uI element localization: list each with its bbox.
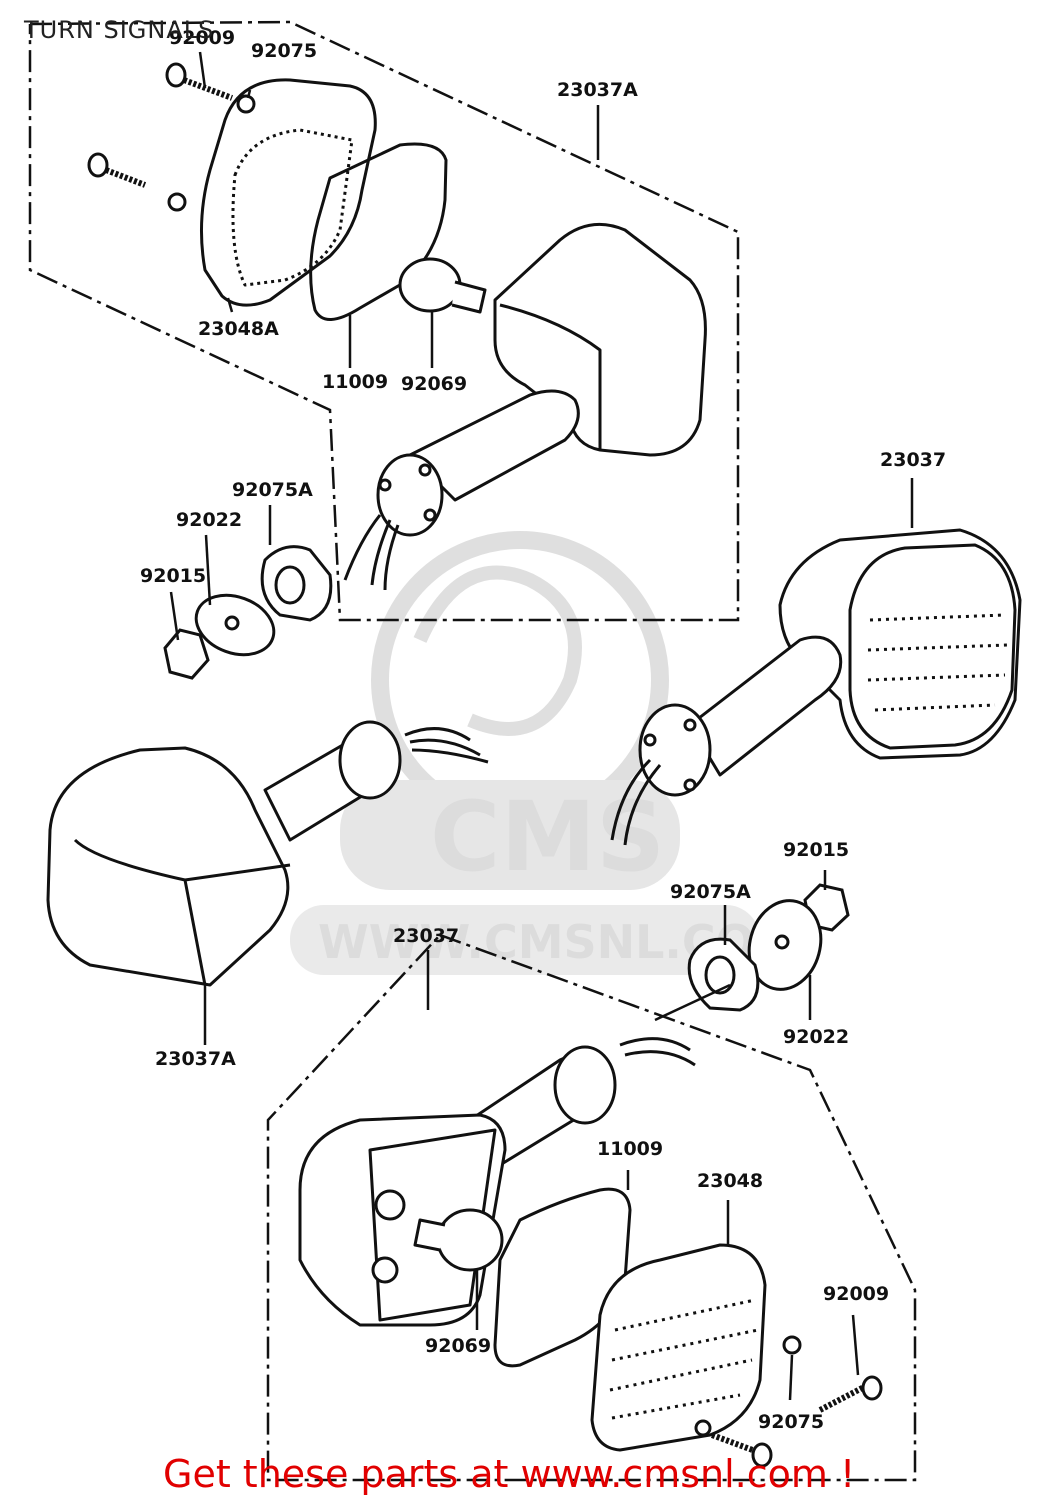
housing-23037A-left bbox=[46, 746, 290, 987]
label-92015-left: 92015 bbox=[140, 565, 206, 587]
screw-92009-top bbox=[165, 62, 234, 101]
label-92069-bottom: 92069 bbox=[425, 1335, 491, 1357]
mount-flange-left bbox=[338, 720, 402, 800]
leader-lines bbox=[169, 51, 914, 1401]
nut-92015-left bbox=[163, 628, 210, 680]
label-92022-right: 92022 bbox=[783, 1026, 849, 1048]
top-assembly-outline bbox=[28, 20, 740, 622]
mount-flange-right bbox=[638, 703, 712, 797]
label-92075-top: 92075 bbox=[251, 40, 317, 62]
screw-92009-bottom bbox=[818, 1375, 883, 1413]
label-23037A-left: 23037A bbox=[155, 1048, 236, 1070]
label-23048A: 23048A bbox=[198, 318, 279, 340]
screw-92009-top-lower bbox=[87, 152, 147, 188]
housing-23037-bottom bbox=[298, 1113, 507, 1327]
diagram-title: TURN SIGNALS bbox=[24, 16, 215, 44]
stem-top bbox=[408, 389, 580, 502]
label-92075A-left: 92075A bbox=[232, 479, 313, 501]
bulb-92069-bottom bbox=[436, 1208, 504, 1272]
label-23037A-top: 23037A bbox=[557, 79, 638, 101]
label-23037-right: 23037 bbox=[880, 449, 946, 471]
label-92075A-right: 92075A bbox=[670, 881, 751, 903]
label-11009-top: 11009 bbox=[322, 371, 388, 393]
label-92009-bottom: 92009 bbox=[823, 1283, 889, 1305]
label-92022-left: 92022 bbox=[176, 509, 242, 531]
screw-92009-bottom-lower bbox=[710, 1432, 773, 1468]
label-92069-top: 92069 bbox=[401, 373, 467, 395]
mount-flange-bottom bbox=[553, 1045, 617, 1125]
bulb-92069-top bbox=[398, 257, 462, 313]
label-92075-bottom: 92075 bbox=[758, 1411, 824, 1433]
label-92015-right: 92015 bbox=[783, 839, 849, 861]
washer-92075-top bbox=[236, 94, 256, 114]
label-11009-bottom: 11009 bbox=[597, 1138, 663, 1160]
bottom-assembly-outline bbox=[266, 933, 917, 1482]
label-23037-bottom: 23037 bbox=[393, 925, 459, 947]
washer-92075-bottom bbox=[782, 1335, 802, 1355]
watermark-brand: CMS bbox=[430, 781, 665, 893]
label-23048: 23048 bbox=[697, 1170, 763, 1192]
stem-right bbox=[688, 635, 843, 777]
footer-link[interactable]: Get these parts at www.cmsnl.com ! bbox=[163, 1452, 856, 1496]
lens-23048A bbox=[199, 78, 377, 307]
lens-23048-bottom bbox=[590, 1243, 767, 1452]
part-labels: 92009 92075 23037A 23048A 11009 92069 92… bbox=[140, 27, 946, 1433]
label-92009-top: 92009 bbox=[169, 27, 235, 49]
